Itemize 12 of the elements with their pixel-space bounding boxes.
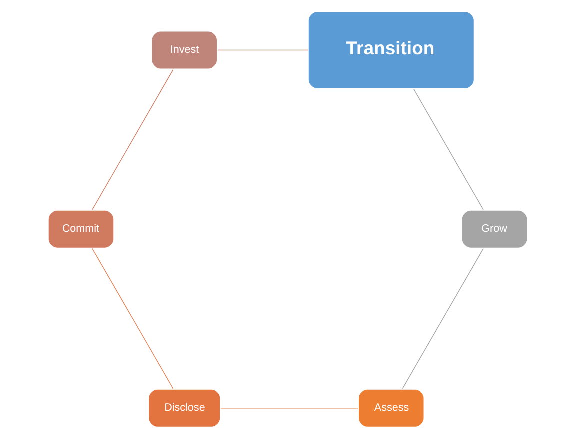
node-box: Invest bbox=[150, 30, 218, 70]
node-box: Grow bbox=[460, 209, 528, 250]
connector bbox=[216, 50, 308, 51]
connector bbox=[92, 69, 174, 210]
node-box: Disclose bbox=[147, 388, 222, 428]
connector bbox=[92, 248, 174, 390]
node-box: Transition bbox=[306, 10, 475, 90]
node-box: Commit bbox=[46, 209, 115, 250]
connector bbox=[220, 408, 358, 409]
node-box: Assess bbox=[356, 388, 425, 428]
connector bbox=[413, 88, 484, 210]
connector bbox=[402, 248, 484, 390]
